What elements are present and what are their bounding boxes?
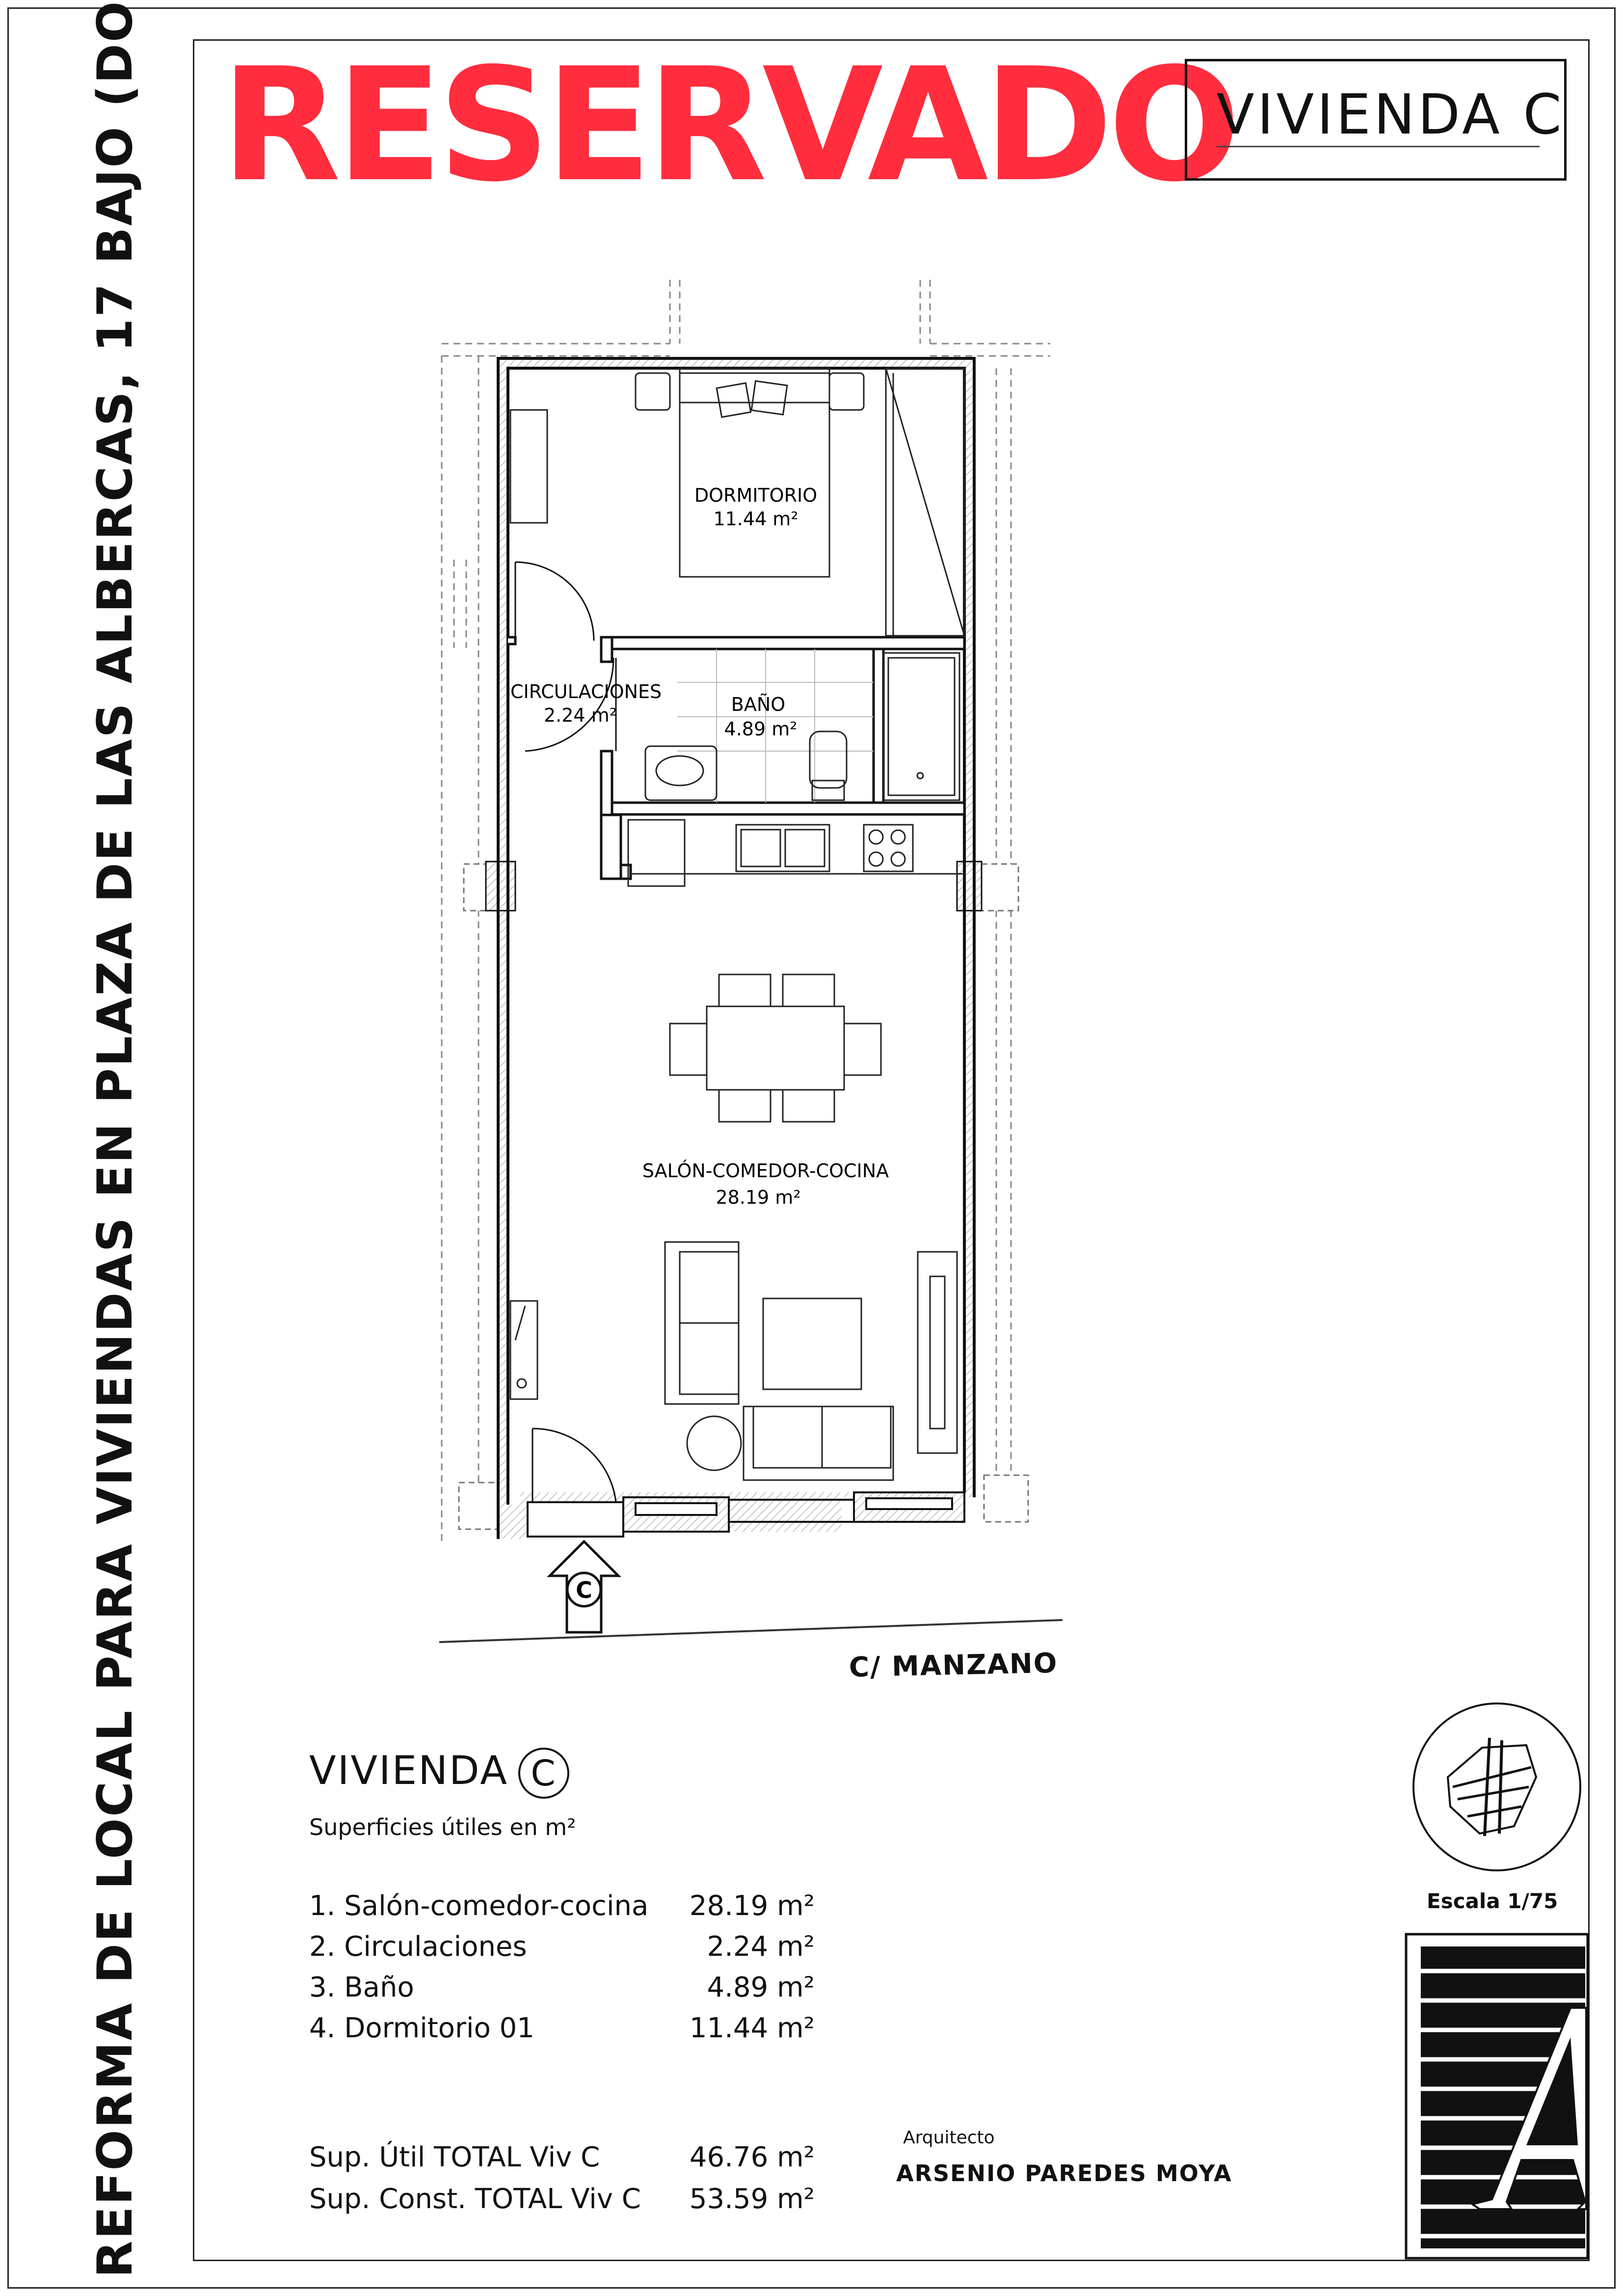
exterior-wall-hatch [498, 358, 974, 1539]
neighbour-walls [441, 280, 1050, 1541]
street-line [439, 1619, 1063, 1643]
room-label-salon: SALÓN-COMEDOR-COCINA [642, 1160, 889, 1182]
legend-title-badge: C [518, 1748, 569, 1799]
architect-logo-icon [1405, 1933, 1589, 2260]
architect-name: ARSENIO PAREDES MOYA [896, 2160, 1232, 2187]
pilaster-right [956, 861, 983, 912]
bedroom-furniture [509, 367, 965, 637]
entrance-marker: C [576, 1577, 592, 1603]
scale-label: Escala 1/75 [1427, 1889, 1558, 1913]
unit-header-underline [1217, 146, 1540, 147]
front-facade [527, 1491, 965, 1538]
living-furniture [509, 1241, 958, 1481]
dining-table [669, 973, 882, 1123]
legend-row-label: 2. Circulaciones [309, 1931, 527, 1963]
exterior-walls [497, 357, 976, 1539]
unit-header-text: VIVIENDA C [1217, 83, 1565, 147]
legend-title-text: VIVIENDA [309, 1748, 508, 1793]
legend-subtitle: Superficies útiles en m² [309, 1814, 576, 1840]
room-area-bano: 4.89 m² [724, 718, 798, 740]
total-useful-value: 46.76 m² [689, 2141, 815, 2173]
outer-frame [7, 7, 1616, 2289]
architect-label: Arquitecto [903, 2128, 995, 2148]
room-label-dormitorio: DORMITORIO [694, 485, 817, 506]
room-label-circulaciones: CIRCULACIONES [510, 681, 662, 702]
street-label: C/ MANZANO [849, 1647, 1059, 1684]
legend-row-value: 2.24 m² [707, 1931, 815, 1963]
legend-row-label: 4. Dormitorio 01 [309, 2012, 534, 2044]
legend-row-value: 11.44 m² [689, 2012, 815, 2044]
room-area-salon: 28.19 m² [716, 1187, 800, 1208]
pilaster-left [485, 861, 516, 912]
door-swings [514, 561, 617, 1503]
unit-header-box: VIVIENDA C [1185, 59, 1567, 181]
north-seal-icon [1412, 1702, 1581, 1871]
reserved-stamp: RESERVADO [221, 34, 1241, 216]
bathroom-fixtures [644, 649, 960, 803]
legend-row-label: 1. Salón-comedor-cocina [309, 1890, 649, 1922]
room-area-dormitorio: 11.44 m² [713, 508, 798, 530]
total-useful-label: Sup. Útil TOTAL Viv C [309, 2141, 600, 2173]
legend-row-label: 3. Baño [309, 1972, 414, 2003]
kitchen-fixtures [627, 819, 964, 887]
legend-row-value: 28.19 m² [689, 1890, 815, 1922]
total-built-label: Sup. Const. TOTAL Viv C [309, 2183, 641, 2215]
room-area-circulaciones: 2.24 m² [544, 704, 617, 726]
entrance-arrow-icon [546, 1540, 622, 1634]
inner-frame [193, 39, 1590, 2261]
legend-row-value: 4.89 m² [707, 1972, 815, 2003]
room-label-bano: BAÑO [731, 694, 785, 715]
total-built-value: 53.59 m² [689, 2183, 815, 2215]
